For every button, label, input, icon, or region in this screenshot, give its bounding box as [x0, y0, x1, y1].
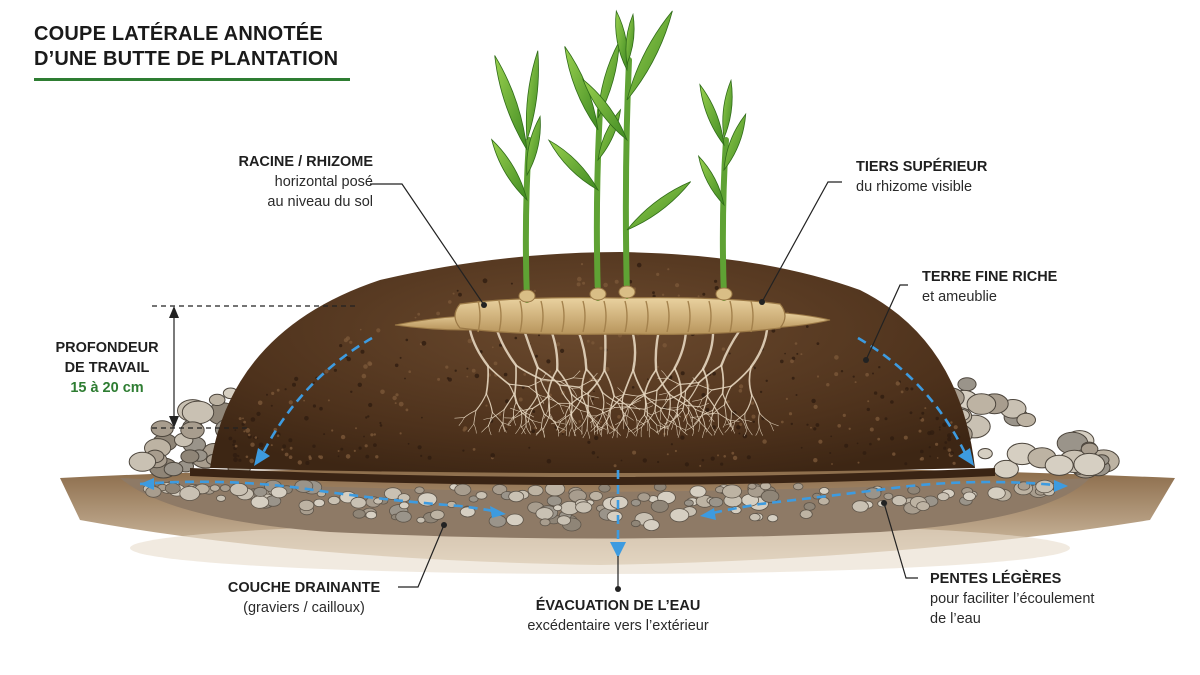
title-line-2: D’UNE BUTTE DE PLANTATION [34, 48, 339, 70]
plants [490, 9, 747, 303]
soil-mound [210, 252, 975, 473]
diagram-title: COUPE LATÉRALE ANNOTÉE D’UNE BUTTE DE PL… [34, 22, 338, 72]
depth-indicator [152, 305, 358, 429]
label-pentes-legeres: PENTES LÉGÈRES pour faciliter l’écouleme… [930, 571, 1095, 627]
title-underline [34, 78, 350, 81]
leader-lines [370, 181, 918, 588]
label-terre-fine: TERRE FINE RICHE et ameublie [922, 269, 1058, 305]
depth-arrow-top [169, 306, 179, 318]
title-line-1: COUPE LATÉRALE ANNOTÉE [34, 23, 323, 45]
label-profondeur: PROFONDEUR DE TRAVAIL 15 à 20 cm [55, 340, 159, 396]
leader-dots [441, 299, 887, 592]
depth-arrow-bottom [169, 416, 179, 428]
soil-band [190, 468, 995, 485]
label-tiers-superieur: TIERS SUPÉRIEUR du rhizome visible [856, 159, 988, 195]
label-evacuation: ÉVACUATION DE L’EAU excédentaire vers l’… [527, 598, 709, 634]
label-racine-rhizome: RACINE / RHIZOME horizontal posé au nive… [238, 154, 373, 210]
roots [454, 328, 779, 439]
ground-shadow [130, 522, 1070, 574]
rhizome [394, 297, 831, 335]
water-flow-arrows [139, 336, 1066, 548]
water-arrowheads [140, 448, 1068, 558]
label-couche-drainante: COUCHE DRAINANTE (graviers / cailloux) [227, 580, 381, 616]
